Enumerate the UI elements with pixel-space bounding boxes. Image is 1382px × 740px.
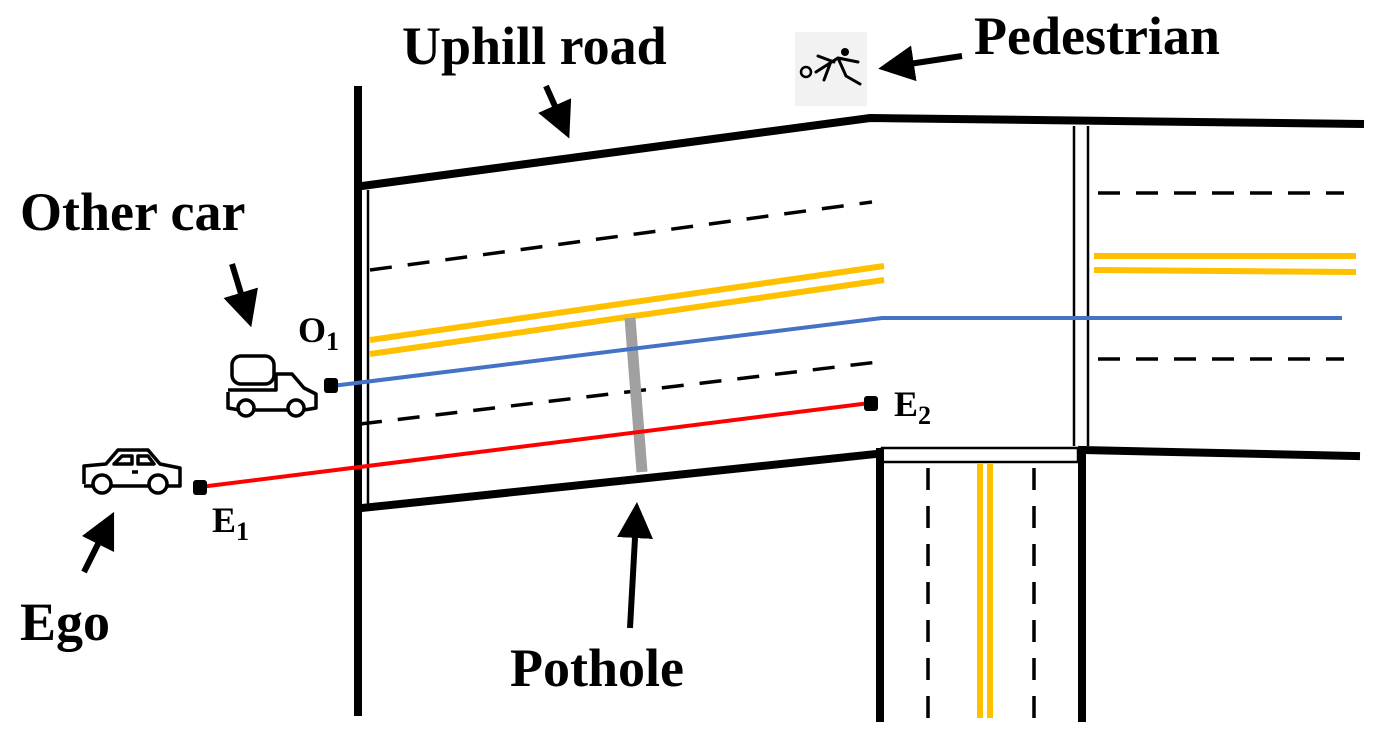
center-line-2 bbox=[369, 277, 885, 357]
other-car-path bbox=[331, 316, 1342, 388]
e2-point bbox=[864, 396, 878, 411]
other-car-arrow bbox=[223, 263, 258, 328]
car-icon bbox=[82, 448, 182, 495]
right-center-line-2 bbox=[1093, 267, 1357, 275]
road-edges bbox=[354, 86, 1365, 722]
truck-icon bbox=[226, 354, 318, 418]
o1-point bbox=[324, 378, 338, 393]
pedestrian-icon bbox=[795, 32, 867, 106]
lane-markings bbox=[359, 191, 1357, 718]
e1-label: E1 bbox=[212, 500, 249, 546]
o1-label: O1 bbox=[298, 310, 339, 356]
upper-road-edge bbox=[357, 113, 1365, 191]
ego-path bbox=[199, 401, 871, 489]
lower-crosswalk bbox=[880, 446, 1080, 464]
e1-point bbox=[193, 480, 207, 495]
pothole-marker bbox=[624, 317, 648, 473]
right-lower-road-edge bbox=[1077, 445, 1361, 461]
pedestrian-label: Pedestrian bbox=[974, 6, 1220, 66]
pedestrian-arrow bbox=[878, 45, 963, 82]
lane-dash-upper bbox=[369, 200, 873, 272]
uphill-road-label: Uphill road bbox=[402, 16, 667, 76]
lane-dash-lower bbox=[359, 360, 879, 426]
pothole-arrow bbox=[617, 502, 653, 629]
pothole-label: Pothole bbox=[510, 638, 684, 698]
ego-label: Ego bbox=[20, 592, 110, 652]
uphill-road-arrow bbox=[538, 84, 572, 139]
e2-label: E2 bbox=[894, 384, 931, 430]
other-car-label: Other car bbox=[20, 182, 245, 242]
ego-arrow bbox=[81, 511, 115, 574]
center-line-1 bbox=[369, 263, 885, 343]
lower-road-edge bbox=[357, 449, 881, 513]
